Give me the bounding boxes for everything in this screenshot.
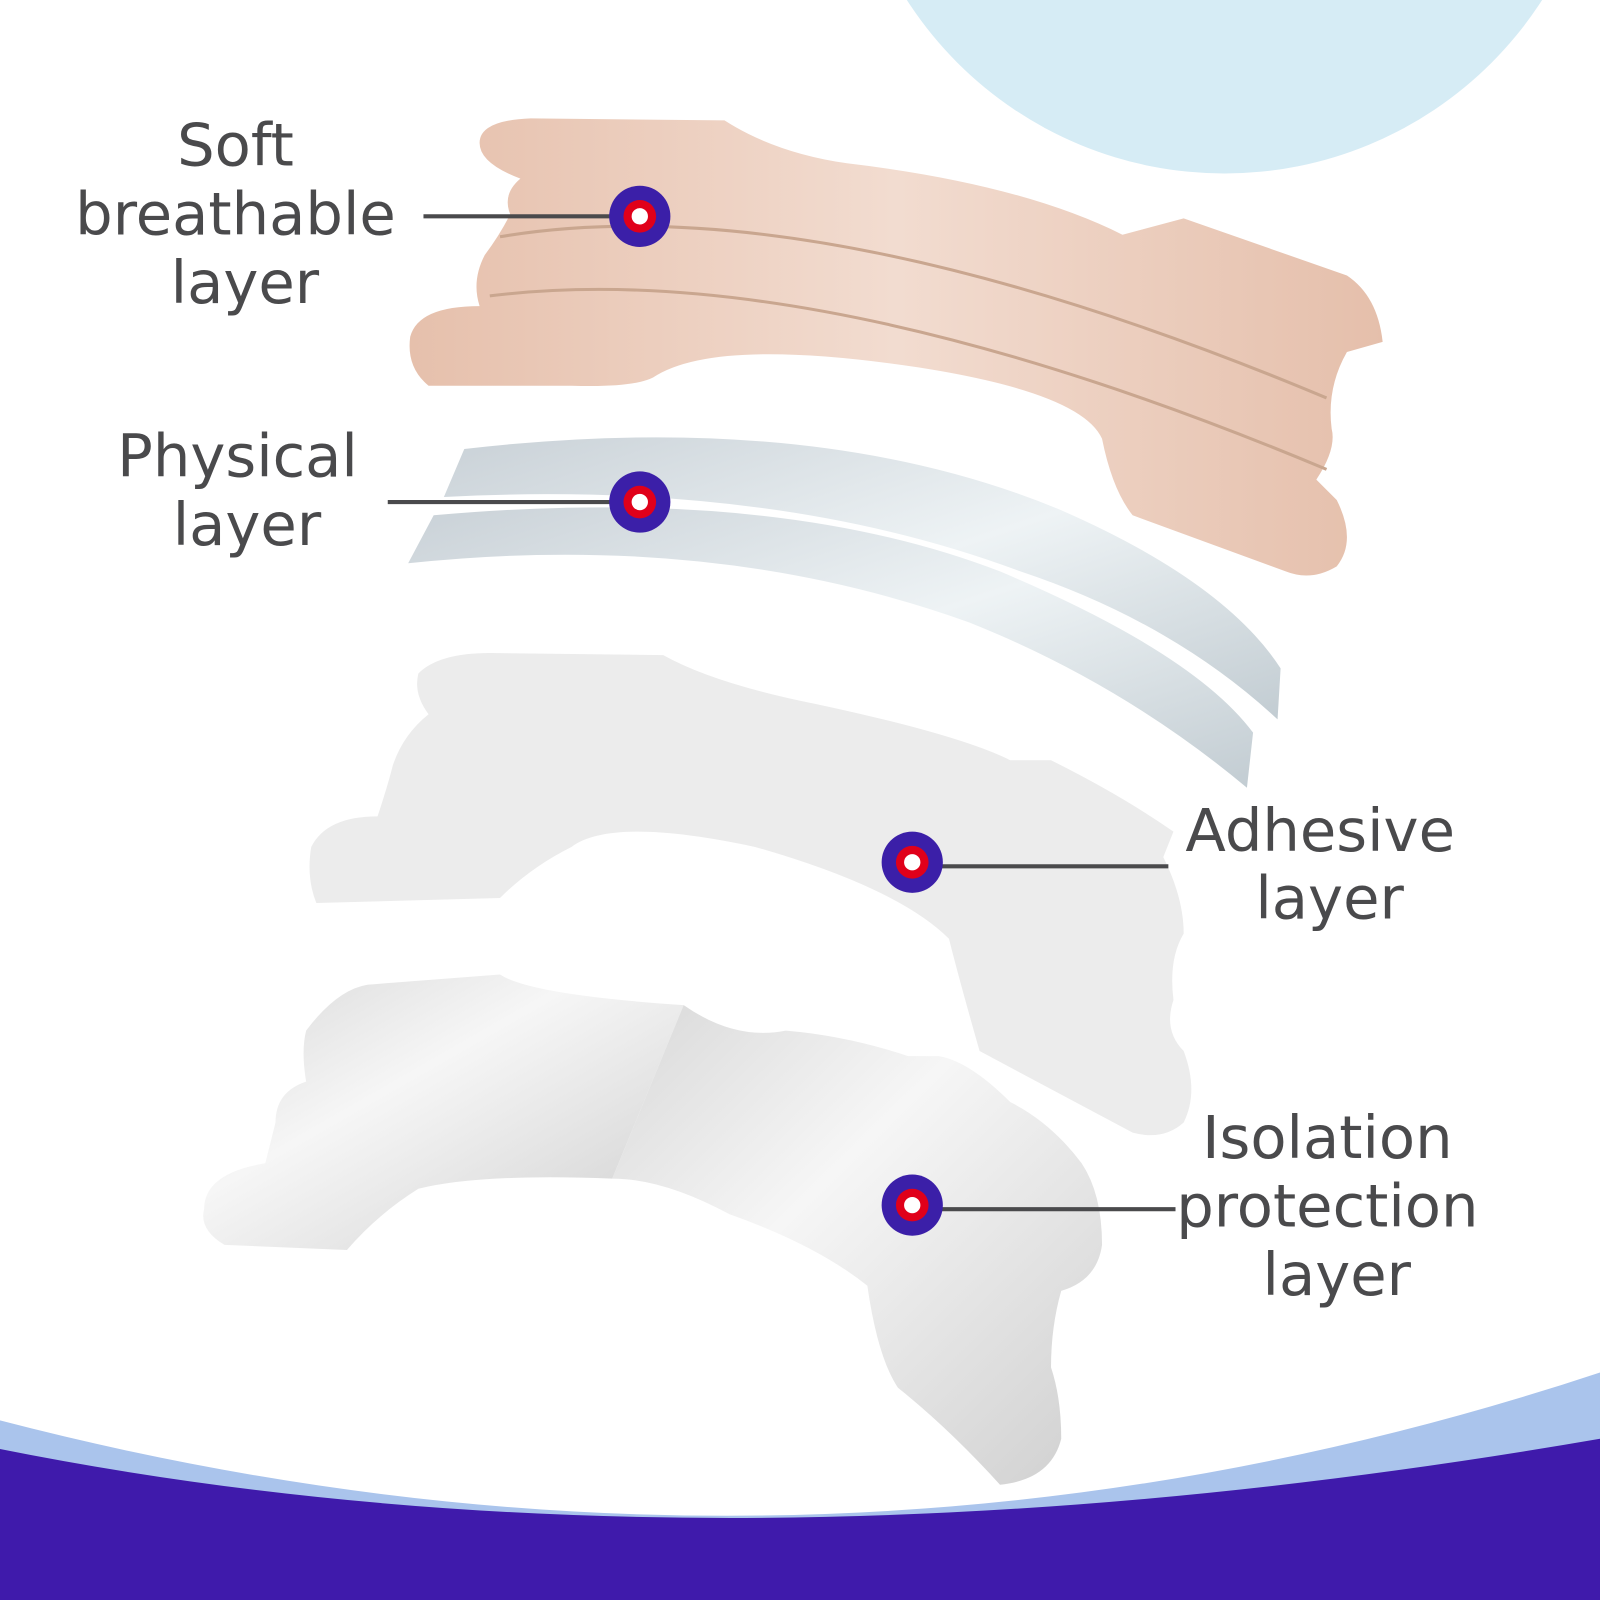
bottom-purple-fill <box>0 1438 1600 1600</box>
label-line: layer <box>171 248 320 317</box>
label-line: breathable <box>75 180 396 249</box>
label-line: Adhesive <box>1185 796 1455 865</box>
label-line: Physical <box>117 422 358 491</box>
label-line: layer <box>1263 1240 1412 1309</box>
label-line: layer <box>173 490 322 559</box>
label-line: Isolation <box>1202 1103 1453 1172</box>
label-physical-layer: Physical layer <box>117 422 377 559</box>
label-isolation-protection-layer: Isolation protection layer <box>1176 1103 1497 1309</box>
label-line: layer <box>1255 863 1404 932</box>
physical-layer-shape <box>408 437 1281 788</box>
adhesive-layer-shape <box>309 653 1192 1136</box>
target-dot-icon <box>881 1174 943 1236</box>
target-dot-icon <box>609 185 671 247</box>
label-soft-breathable-layer: Soft breathable layer <box>75 110 414 317</box>
top-decor-circle <box>906 0 1543 174</box>
label-line: Soft <box>177 110 294 179</box>
target-dot-icon <box>881 831 943 893</box>
isolation-protection-layer-shape <box>203 974 1103 1485</box>
label-adhesive-layer: Adhesive layer <box>1185 796 1473 932</box>
target-dot-icon <box>609 471 671 533</box>
label-line: protection <box>1176 1172 1478 1241</box>
